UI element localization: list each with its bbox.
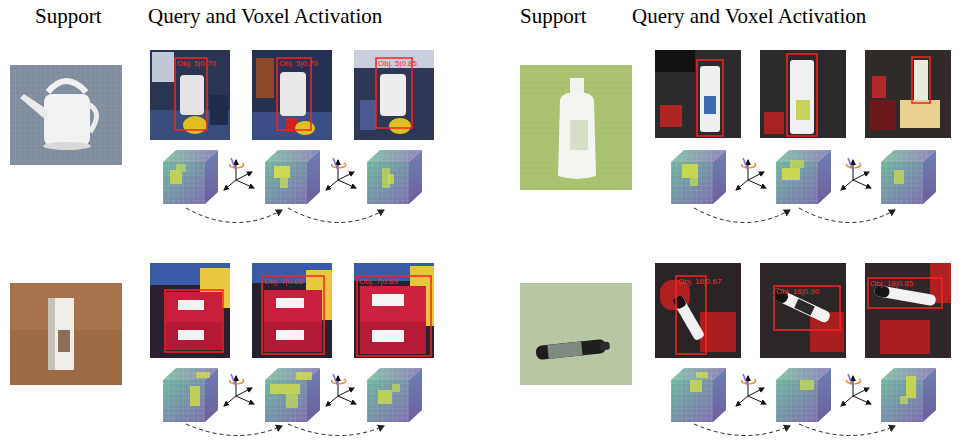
- query-photo: [865, 263, 951, 358]
- query-photo: [150, 263, 230, 358]
- query-photo: [150, 50, 230, 140]
- detection-label: Obj. 18|0.85: [870, 280, 913, 288]
- support-photo: [10, 65, 122, 165]
- column-heading: Query and Voxel Activation: [148, 6, 382, 27]
- query-photo: [760, 50, 846, 138]
- voxel-cubes: [671, 368, 936, 436]
- column-heading: Support: [35, 6, 102, 27]
- query-photo: [252, 263, 332, 358]
- query-photo: [252, 50, 332, 140]
- column-heading: Support: [520, 6, 587, 27]
- detection-label: Obj. 5|0.70: [177, 60, 216, 68]
- detection-label: Obj. 7|0.85: [264, 278, 303, 286]
- support-photo: [520, 283, 632, 385]
- query-photo: [655, 263, 741, 358]
- detection-label: Obj. 5|0.85: [378, 60, 417, 68]
- detection-label: Obj. 5|0.70: [279, 60, 318, 68]
- support-photo: [520, 65, 632, 190]
- column-heading: Query and Voxel Activation: [632, 6, 866, 27]
- detection-label: Obj. 18|0.67: [678, 278, 721, 286]
- query-photo: [655, 50, 741, 138]
- support-photo: [10, 283, 122, 385]
- voxel-cubes: [671, 150, 936, 223]
- detection-label: Obj. 18|0.90: [776, 288, 819, 296]
- query-photo: [760, 263, 846, 358]
- query-photo: [354, 50, 434, 140]
- voxel-cubes: [163, 150, 422, 223]
- query-photo: [354, 263, 434, 358]
- detection-label: Obj. 7|0.89: [359, 278, 398, 286]
- voxel-cubes: [163, 368, 422, 436]
- query-photo: [865, 50, 951, 138]
